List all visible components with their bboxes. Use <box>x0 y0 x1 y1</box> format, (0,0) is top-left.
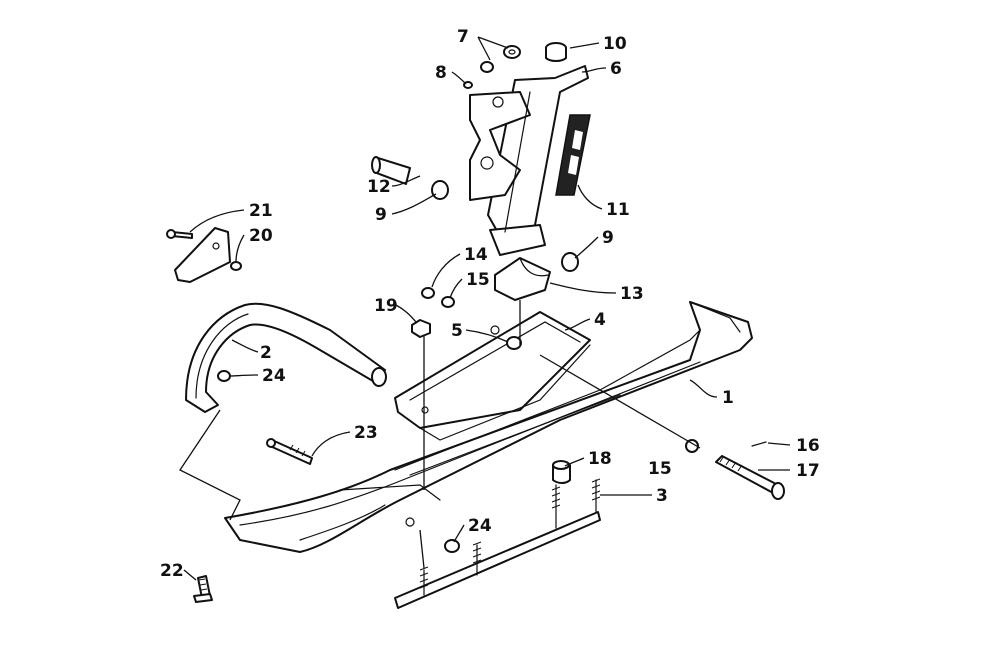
callout-24-lower: 24 <box>468 516 492 536</box>
spacer-18-part <box>552 460 571 484</box>
callout-9-right: 9 <box>602 228 614 248</box>
bolt-23-part <box>266 438 313 465</box>
ski-part <box>224 301 753 553</box>
nut-14-part <box>421 287 435 299</box>
bolt-22-part <box>193 575 213 603</box>
washer-15-upper-part <box>441 296 455 308</box>
nut-24-upper-part <box>217 370 231 382</box>
assembly-guide-lines <box>179 300 701 569</box>
callout-19: 19 <box>374 296 398 316</box>
cotter-pin-16-part <box>751 441 767 447</box>
ski-loop-part <box>185 302 387 413</box>
wear-bar-part <box>394 478 601 609</box>
callout-5: 5 <box>451 321 463 341</box>
callout-labels: 1 2 3 4 5 6 7 8 9 9 10 11 12 13 14 15 15… <box>160 27 820 581</box>
callout-12: 12 <box>367 177 391 197</box>
callout-22: 22 <box>160 561 184 581</box>
callout-1: 1 <box>722 388 734 408</box>
callout-15-lower: 15 <box>648 459 672 479</box>
washer-7-part <box>480 45 521 73</box>
callout-15-upper: 15 <box>466 270 490 290</box>
bushing-9-left-part <box>431 180 449 200</box>
ski-saddle-part <box>394 311 591 441</box>
washer-5-part <box>506 336 522 350</box>
screw-21-part <box>166 229 193 239</box>
spindle-part <box>469 65 589 256</box>
callout-9-left: 9 <box>375 205 387 225</box>
callout-2: 2 <box>260 343 272 363</box>
callout-10: 10 <box>603 34 627 54</box>
bushing-9-right-part <box>561 252 579 272</box>
cap-part <box>545 42 567 62</box>
callout-11: 11 <box>606 200 630 220</box>
bracket-20-part <box>174 227 242 283</box>
callout-8: 8 <box>435 63 447 83</box>
decal-part <box>555 114 591 196</box>
stop-13-part <box>494 257 551 301</box>
callout-24-upper: 24 <box>262 366 286 386</box>
nut-19-part <box>411 319 431 338</box>
callout-20: 20 <box>249 226 273 246</box>
callout-7: 7 <box>457 27 469 47</box>
callout-6: 6 <box>610 59 622 79</box>
callout-23: 23 <box>354 423 378 443</box>
callout-18: 18 <box>588 449 612 469</box>
nut-24-lower-part <box>444 539 460 553</box>
callout-17: 17 <box>796 461 820 481</box>
callout-21: 21 <box>249 201 273 221</box>
leader-lines <box>183 36 791 581</box>
callout-4: 4 <box>594 310 606 330</box>
washer-15-lower-part <box>685 439 699 453</box>
callout-14: 14 <box>464 245 488 265</box>
bushing-12-part <box>371 156 411 185</box>
callout-16: 16 <box>796 436 820 456</box>
bolt-17-part <box>715 455 785 500</box>
callout-3: 3 <box>656 486 668 506</box>
callout-13: 13 <box>620 284 644 304</box>
